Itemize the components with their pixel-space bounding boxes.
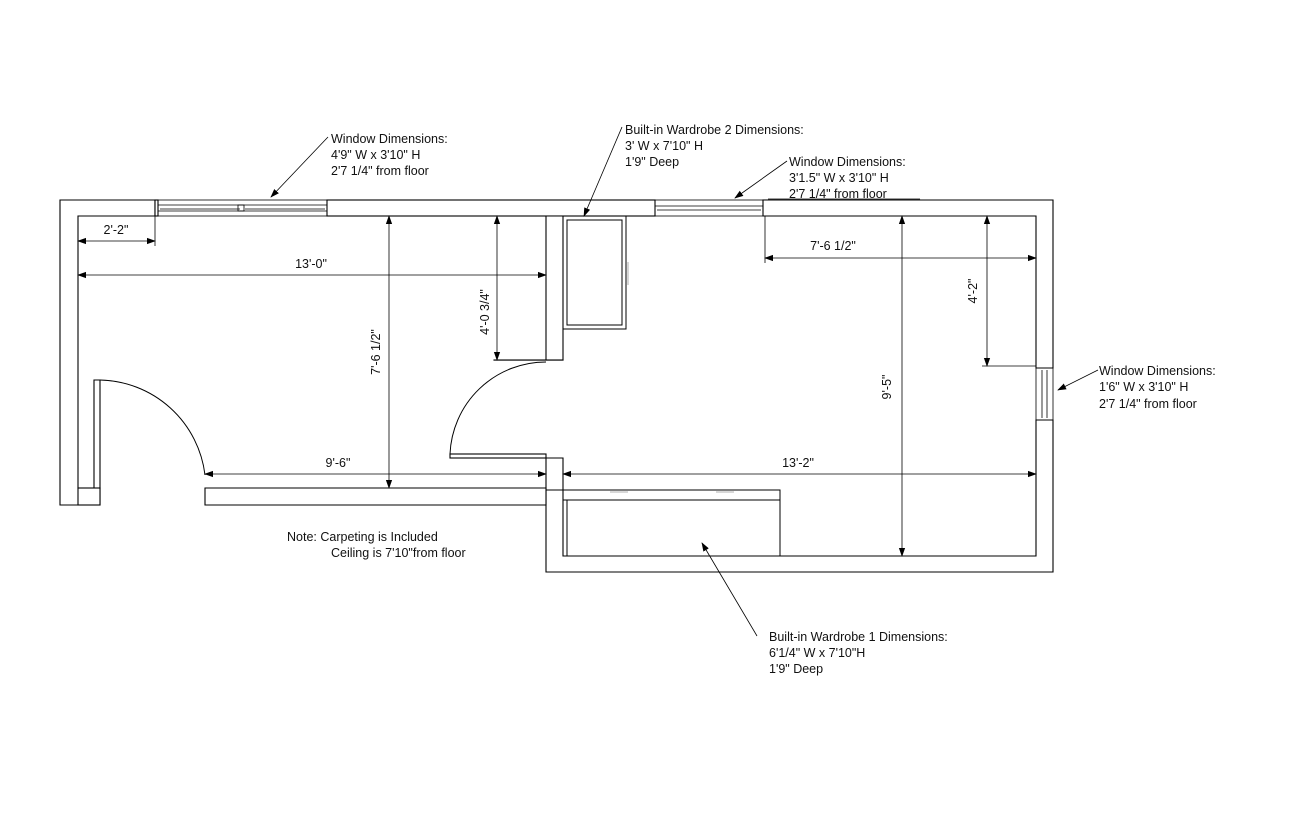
- callout-wardrobe-1: Built-in Wardrobe 1 Dimensions: 6'1/4" W…: [769, 630, 948, 676]
- door-entry: [99, 379, 206, 488]
- leader-lines: [270, 126, 1099, 637]
- dim-2-2: 2'-2": [104, 223, 129, 237]
- callout-window-top-left: Window Dimensions: 4'9" W x 3'10" H 2'7 …: [331, 132, 448, 178]
- svg-text:Built-in Wardrobe 1 Dimensions: Built-in Wardrobe 1 Dimensions:: [769, 630, 948, 644]
- svg-text:1'9" Deep: 1'9" Deep: [769, 662, 823, 676]
- callout-window-right: Window Dimensions: 1'6" W x 3'10" H 2'7 …: [1099, 364, 1216, 411]
- wardrobe-2-shape: [562, 215, 629, 330]
- dim-4-2: 4'-2": [966, 279, 980, 304]
- svg-text:2'7 1/4" from floor: 2'7 1/4" from floor: [331, 164, 429, 178]
- window-right: [1035, 367, 1054, 421]
- svg-text:Note: Carpeting is Included: Note: Carpeting is Included: [287, 530, 438, 544]
- dim-7-6-half-horizontal: 7'-6 1/2": [810, 239, 856, 253]
- svg-text:4'9" W x 3'10" H: 4'9" W x 3'10" H: [331, 148, 420, 162]
- dimension-lines: [77, 215, 1037, 557]
- dim-4-0-3-4: 4'-0 3/4": [478, 289, 492, 335]
- svg-text:2'7 1/4" from floor: 2'7 1/4" from floor: [1099, 397, 1197, 411]
- dim-9-5: 9'-5": [880, 375, 894, 400]
- svg-text:2'7 1/4" from floor: 2'7 1/4" from floor: [789, 187, 887, 201]
- door-jamb-left: [93, 379, 101, 489]
- wall-left-bottom-cap: [77, 487, 101, 506]
- svg-text:3'1.5" W x 3'10" H: 3'1.5" W x 3'10" H: [789, 171, 889, 185]
- svg-text:Ceiling is 7'10"from floor: Ceiling is 7'10"from floor: [331, 546, 466, 560]
- svg-text:Window Dimensions:: Window Dimensions:: [789, 155, 906, 169]
- wall-top-mid: [326, 199, 656, 217]
- window-top-left: [157, 199, 328, 217]
- wall-partition-upper: [545, 215, 564, 361]
- dim-9-6: 9'-6": [326, 456, 351, 470]
- wall-top-right-segment: [762, 199, 1054, 369]
- wall-right-lower: [545, 419, 1054, 573]
- svg-text:6'1/4" W x 7'10"H: 6'1/4" W x 7'10"H: [769, 646, 865, 660]
- wall-top-left: [154, 199, 159, 217]
- walls: [59, 199, 1054, 573]
- svg-text:Window Dimensions:: Window Dimensions:: [1099, 364, 1216, 378]
- callout-window-top-right: Window Dimensions: 3'1.5" W x 3'10" H 2'…: [789, 155, 906, 201]
- wardrobe-1-shape: [562, 489, 781, 557]
- door-interior: [449, 361, 547, 459]
- window-top-right: [654, 199, 764, 217]
- wall-partition-lower: [545, 457, 564, 491]
- dim-13-0: 13'-0": [295, 257, 327, 271]
- svg-text:1'6" W x 3'10" H: 1'6" W x 3'10" H: [1099, 380, 1188, 394]
- callout-wardrobe-2: Built-in Wardrobe 2 Dimensions: 3' W x 7…: [625, 123, 804, 169]
- dim-13-2: 13'-2": [782, 456, 814, 470]
- svg-text:Built-in Wardrobe 2 Dimensions: Built-in Wardrobe 2 Dimensions:: [625, 123, 804, 137]
- wall-bottom-left: [204, 487, 547, 506]
- dim-7-6-half-vertical: 7'-6 1/2": [369, 329, 383, 375]
- svg-text:1'9" Deep: 1'9" Deep: [625, 155, 679, 169]
- wall-left-outer: [59, 199, 156, 506]
- plan-note: Note: Carpeting is Included Ceiling is 7…: [287, 530, 466, 560]
- svg-text:Window Dimensions:: Window Dimensions:: [331, 132, 448, 146]
- svg-text:3' W x 7'10" H: 3' W x 7'10" H: [625, 139, 703, 153]
